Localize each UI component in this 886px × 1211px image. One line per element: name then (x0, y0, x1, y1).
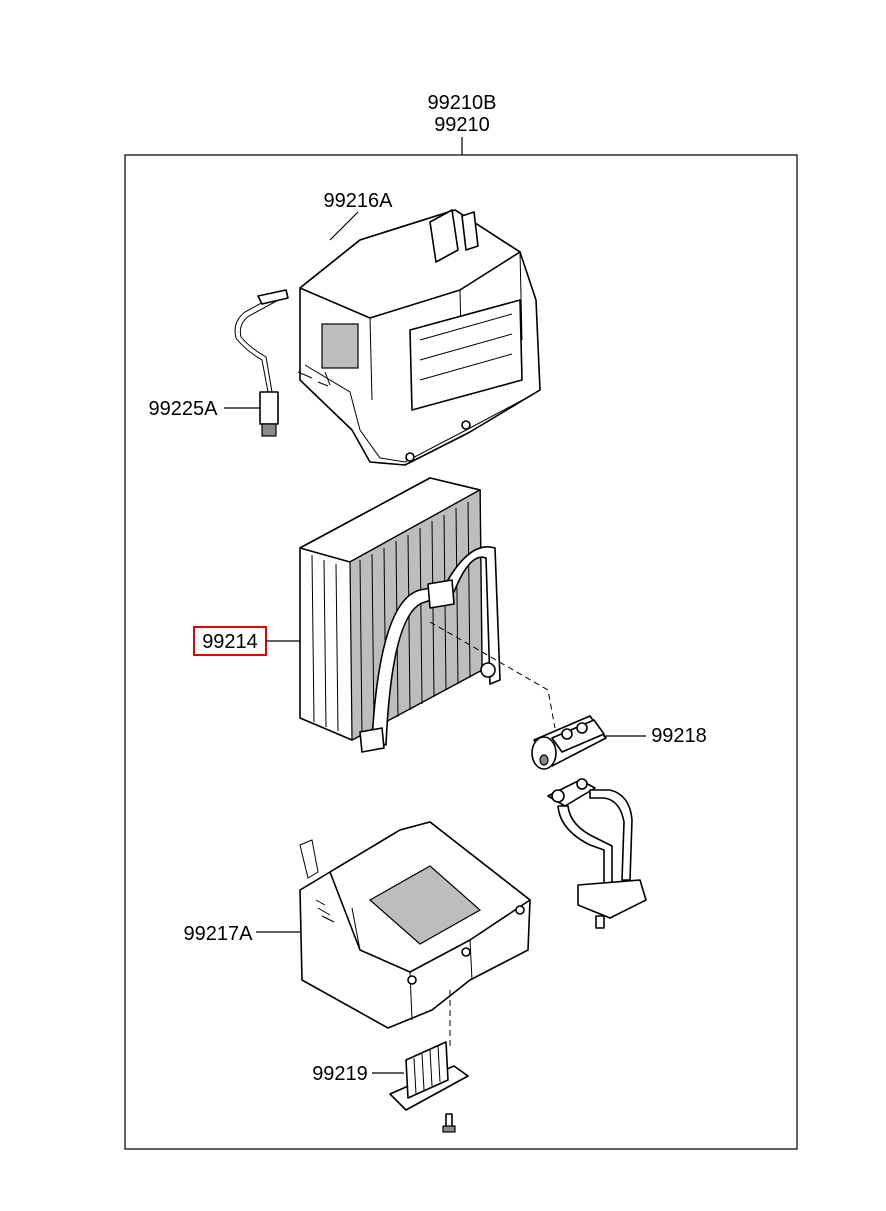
label-99225A[interactable]: 99225A (149, 398, 219, 420)
evaporator-core-drawing[interactable] (299, 477, 501, 753)
label-99217A[interactable]: 99217A (184, 923, 254, 945)
assembly-label-primary[interactable]: 99210B (428, 92, 497, 114)
case-upper-drawing[interactable] (297, 209, 541, 466)
refrigerant-pipe-drawing[interactable] (547, 778, 647, 929)
label-99214[interactable]: 99214 (202, 631, 258, 653)
case-lower-drawing[interactable] (299, 821, 531, 1029)
label-99216A[interactable]: 99216A (324, 190, 394, 212)
alignment-dash-valve (429, 621, 556, 729)
leader-99216A (329, 211, 359, 241)
assembly-frame (124, 154, 798, 1150)
assembly-label-secondary[interactable]: 99210 (434, 114, 490, 136)
resistor-drawing[interactable] (389, 1041, 469, 1133)
expansion-valve-drawing[interactable] (531, 715, 607, 770)
label-99219[interactable]: 99219 (312, 1063, 368, 1085)
sensor-drawing[interactable] (234, 289, 289, 437)
label-99218[interactable]: 99218 (651, 725, 707, 747)
